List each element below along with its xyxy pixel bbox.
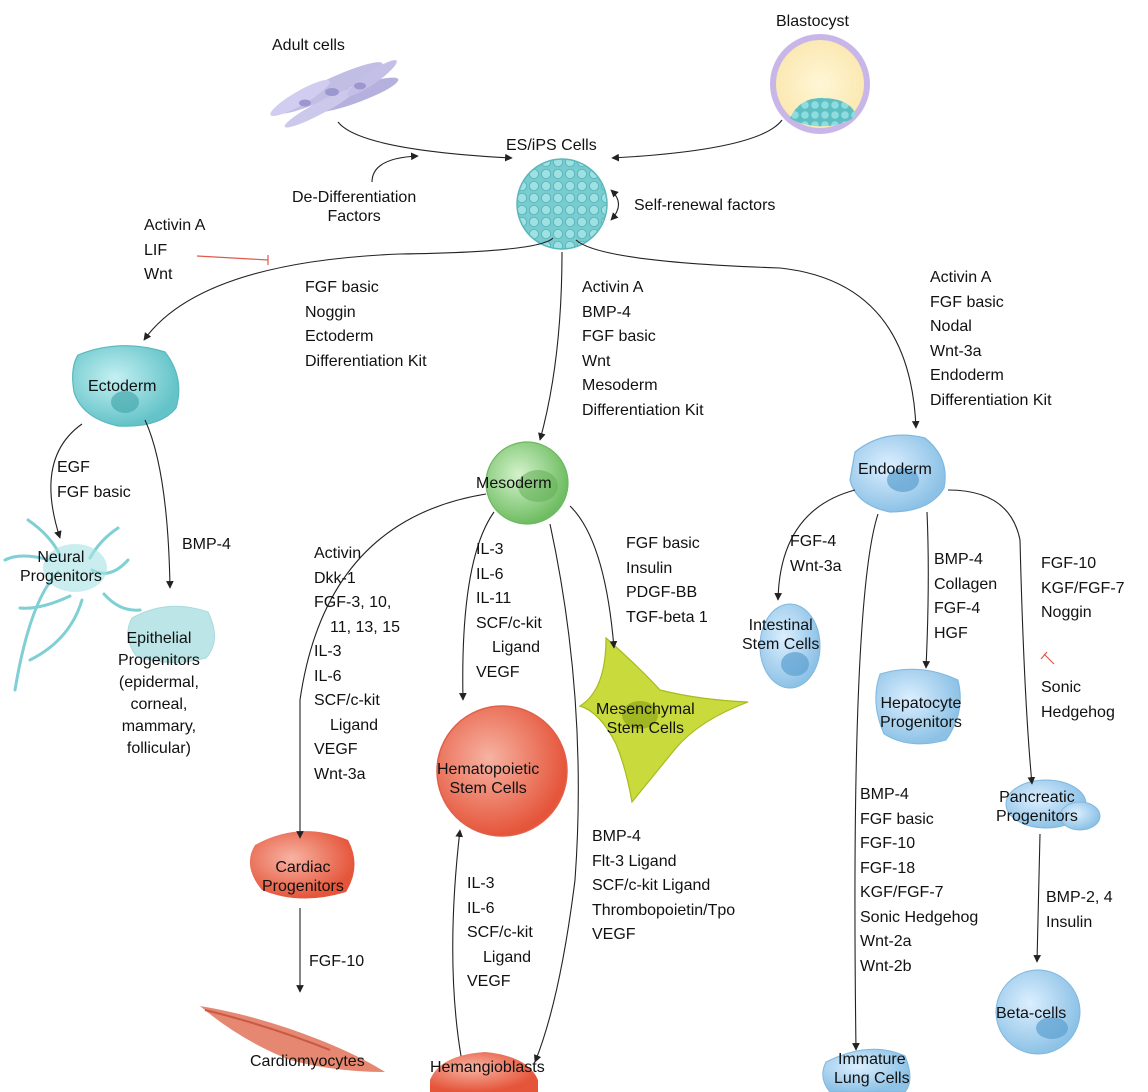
hepatocyte-progenitor-icon bbox=[875, 668, 961, 745]
endoderm-label: Endoderm bbox=[858, 461, 932, 478]
cardiomyocytes-label: Cardiomyocytes bbox=[250, 1053, 365, 1070]
epithelial-progenitor-icon bbox=[127, 605, 215, 664]
meso-to-cardiac-arrow bbox=[296, 493, 487, 839]
dediff-arrow bbox=[371, 152, 419, 183]
es-ips-label: ES/iPS Cells bbox=[506, 137, 597, 154]
es-ips-cells-icon bbox=[516, 158, 608, 250]
endoderm-cell-icon bbox=[849, 434, 946, 513]
adult-to-es-arrow bbox=[337, 121, 513, 162]
blastocyst-to-es-arrow bbox=[611, 119, 783, 162]
meso-to-hemangioblast-arrow bbox=[534, 523, 579, 1063]
inhibition-marks bbox=[196, 255, 1055, 665]
es-to-ectoderm-arrow bbox=[143, 237, 554, 341]
hemangioblasts-label: Hemangioblasts bbox=[430, 1059, 545, 1076]
mesoderm-cell-icon bbox=[485, 441, 569, 525]
cardiomyocyte-factors: FGF-10 bbox=[309, 953, 365, 970]
es-to-mesoderm-arrow bbox=[538, 251, 563, 441]
hematopoietic-stem-cell-icon bbox=[436, 705, 568, 837]
hemangioblast-to-hsc-arrow bbox=[452, 829, 464, 1057]
blastocyst-label: Blastocyst bbox=[776, 13, 849, 30]
endo-to-intestinal-arrow bbox=[774, 489, 856, 601]
neural-progenitor-icon bbox=[3, 518, 142, 692]
mesenchymal-stem-cell-icon bbox=[578, 636, 749, 804]
meso-to-hsc-arrow bbox=[459, 511, 495, 701]
cardiac-progenitor-icon bbox=[249, 831, 355, 899]
adult-cells-icon bbox=[270, 60, 399, 128]
endo-to-pancreatic-arrow bbox=[947, 489, 1036, 785]
intestinal-stem-cell-icon bbox=[759, 603, 821, 689]
pancreatic-to-beta-arrow bbox=[1033, 833, 1042, 963]
pancreatic-progenitor-icon bbox=[1005, 779, 1101, 831]
lung-cell-icon bbox=[822, 1048, 911, 1092]
beta-cells-label: Beta-cells bbox=[996, 1005, 1067, 1022]
beta-cell-icon bbox=[995, 969, 1081, 1055]
adult-cells-label: Adult cells bbox=[272, 37, 345, 54]
ectoderm-cell-icon bbox=[72, 345, 180, 427]
es-to-endoderm-arrow bbox=[575, 239, 920, 429]
self-renewal-arrow bbox=[610, 189, 620, 221]
arrows bbox=[50, 119, 1042, 1063]
cardiomyocyte-icon bbox=[200, 1006, 385, 1072]
self-renewal-label: Self-renewal factors bbox=[634, 197, 776, 214]
ecto-to-epithelial-arrow bbox=[144, 419, 174, 589]
hemangioblast-icon bbox=[430, 1052, 538, 1092]
mesoderm-label: Mesoderm bbox=[476, 475, 552, 492]
epithelial-factors: BMP-4 bbox=[182, 536, 231, 553]
endo-to-lung-arrow bbox=[852, 513, 879, 1051]
endo-to-hepatocyte-arrow bbox=[922, 511, 931, 669]
blastocyst-icon bbox=[770, 34, 870, 134]
meso-to-msc-arrow bbox=[569, 505, 618, 649]
ectoderm-label: Ectoderm bbox=[88, 378, 157, 395]
ecto-to-neural-arrow bbox=[50, 423, 83, 539]
